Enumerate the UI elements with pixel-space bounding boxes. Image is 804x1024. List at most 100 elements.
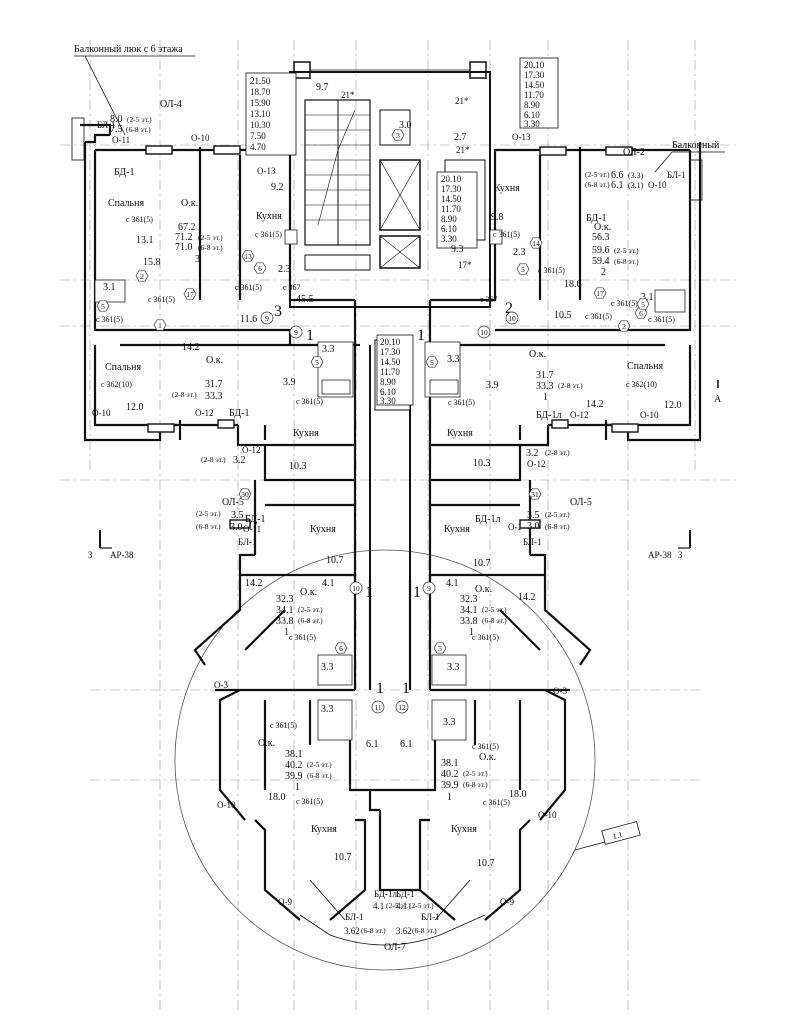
label-f3-5: 3.5 <box>527 510 540 521</box>
hex-shape <box>241 250 255 262</box>
label-ok-g: О.к. <box>300 587 317 598</box>
label-k10-7: 10.7 <box>334 852 352 863</box>
label-o10-b: О-10 <box>648 180 667 190</box>
label-a9-2: 9.2 <box>271 182 284 193</box>
label-e3-5: 3.5 <box>231 510 244 521</box>
elev-c-2: 14.50 <box>380 357 401 367</box>
section-mark-left: 3 АР-38 <box>88 530 134 560</box>
circle-marker: 10 <box>349 581 363 595</box>
hex-shape <box>135 270 149 282</box>
label-ok-c: О.к. <box>206 355 223 366</box>
star-marker: 21* <box>341 90 355 100</box>
apartment-number: 1 <box>402 680 410 697</box>
label-j18-0: 18.0 <box>509 789 527 800</box>
label-o11-e: О-11 <box>243 524 261 534</box>
label-a3: 3 <box>195 254 200 265</box>
label-f3-0: 3.0 <box>527 521 540 532</box>
hex-shape <box>334 642 348 654</box>
star-marker: 21* <box>456 145 470 155</box>
circle-marker-text: 10 <box>480 328 488 337</box>
label-core9-3: 9.3 <box>451 244 464 255</box>
hex-marker: 5 <box>516 263 530 275</box>
label-c361-c1: с 361(5) <box>296 397 323 406</box>
label-g34-1f: (2-5 эт.) <box>298 605 323 614</box>
label-i3-3: 3.3 <box>321 704 334 715</box>
label-bl1-b: БЛ-1 <box>667 170 686 180</box>
label-j40-2f: (2-5 эт.) <box>463 769 488 778</box>
label-a45-5: 45.5 <box>296 294 314 305</box>
label-d33-3f: (2-8 эт.) <box>558 381 583 390</box>
circle-marker: 11 <box>371 700 385 714</box>
hex-shape <box>391 129 405 141</box>
label-d14-2: 14.2 <box>586 399 604 410</box>
elev-core-2: 14.50 <box>441 194 462 204</box>
hex-marker-text: 5 <box>315 358 319 367</box>
circle-marker-text: 10 <box>352 584 360 593</box>
label-i38-1: 38.1 <box>285 749 303 760</box>
hex-shape <box>183 288 197 300</box>
label-m3-62af: (6-8 эт.) <box>361 926 386 935</box>
label-core3-0: 3.0 <box>399 120 412 131</box>
circle-marker-text: 10 <box>508 314 516 323</box>
label-bd1l-m: БД-1л <box>374 889 397 899</box>
circle-marker-text: 9 <box>294 328 298 337</box>
label-f10-7: 10.7 <box>473 558 491 569</box>
label-c3-3: 3.3 <box>322 344 335 355</box>
circle-marker-text: 9 <box>427 584 431 593</box>
label-o10-i: О-10 <box>217 800 236 810</box>
label-c361-a1: с 361(5) <box>126 215 153 224</box>
label-d3-9: 3.9 <box>486 380 499 391</box>
apartment-number: 1 <box>413 584 421 601</box>
label-ok-j: О.к. <box>479 752 496 763</box>
label-b66f: (3.3) <box>628 171 644 180</box>
balcony-hatch-note: Балконный люк с 6 этажа <box>74 44 183 55</box>
label-g32-3: 32.3 <box>276 594 294 605</box>
elev-tl-3: 13.10 <box>250 109 271 119</box>
elev-c-4: 8.90 <box>380 377 396 387</box>
label-c33-3: 33.3 <box>205 391 223 402</box>
label-o13-b: О-13 <box>512 132 531 142</box>
hex-marker: 17 <box>593 287 607 299</box>
label-c361-b3: с 361(5) <box>611 299 638 308</box>
apartment-number: 1 <box>417 327 425 344</box>
label-a9-8: 9.8 <box>491 212 504 223</box>
hex-marker-text: 6 <box>639 309 643 318</box>
label-c3-9: 3.9 <box>283 377 296 388</box>
label-g3-3: 3.3 <box>321 662 334 673</box>
label-o10-c: О-10 <box>92 408 111 418</box>
stair-core <box>289 61 491 308</box>
label-core9-7: 9.7 <box>316 82 329 93</box>
label-c12-0: 12.0 <box>126 402 144 413</box>
hex-marker: 5 <box>310 356 324 368</box>
label-ol5-r: ОЛ-5 <box>570 497 592 508</box>
label-o11-f: О-1 <box>508 522 522 532</box>
hex-marker-text: 5 <box>101 302 105 311</box>
label-a71-2f: (2-5 эт.) <box>198 233 223 242</box>
hex-marker: 17 <box>183 288 197 300</box>
label-e10-7: 10.7 <box>326 555 344 566</box>
elev-c-3: 11.70 <box>380 367 400 377</box>
hex-marker-text: 5 <box>438 644 442 653</box>
hex-marker: 14 <box>529 237 543 249</box>
hex-marker: 5 <box>425 356 439 368</box>
elev-c-6: 3.30 <box>380 396 396 406</box>
hex-shape <box>593 287 607 299</box>
circle-marker: 9 <box>260 311 274 325</box>
elevation-list-center: 20.10 17.30 14.50 11.70 8.90 6.10 3.30 <box>376 334 414 406</box>
label-b2: 2 <box>601 267 606 278</box>
circle-shape <box>260 311 274 325</box>
label-m3-62a: 3.62 <box>344 926 360 936</box>
label-o9-r: О-9 <box>500 897 514 907</box>
label-d1: 1 <box>543 392 548 403</box>
label-j39-9: 39.9 <box>441 780 459 791</box>
label-b59-6f: (2-5 эт.) <box>614 246 639 255</box>
label-e3-0f: (6-8 эт.) <box>196 522 221 531</box>
label-o13-a: О-13 <box>257 166 276 176</box>
elev-tl-1: 18.70 <box>250 87 271 97</box>
label-c361-a4: с 361(5) <box>148 295 175 304</box>
hex-shape <box>238 488 252 500</box>
apartment-number: 3 <box>274 303 282 320</box>
circle-marker: 12 <box>395 700 409 714</box>
label-c361-h: с 361(5) <box>472 633 499 642</box>
